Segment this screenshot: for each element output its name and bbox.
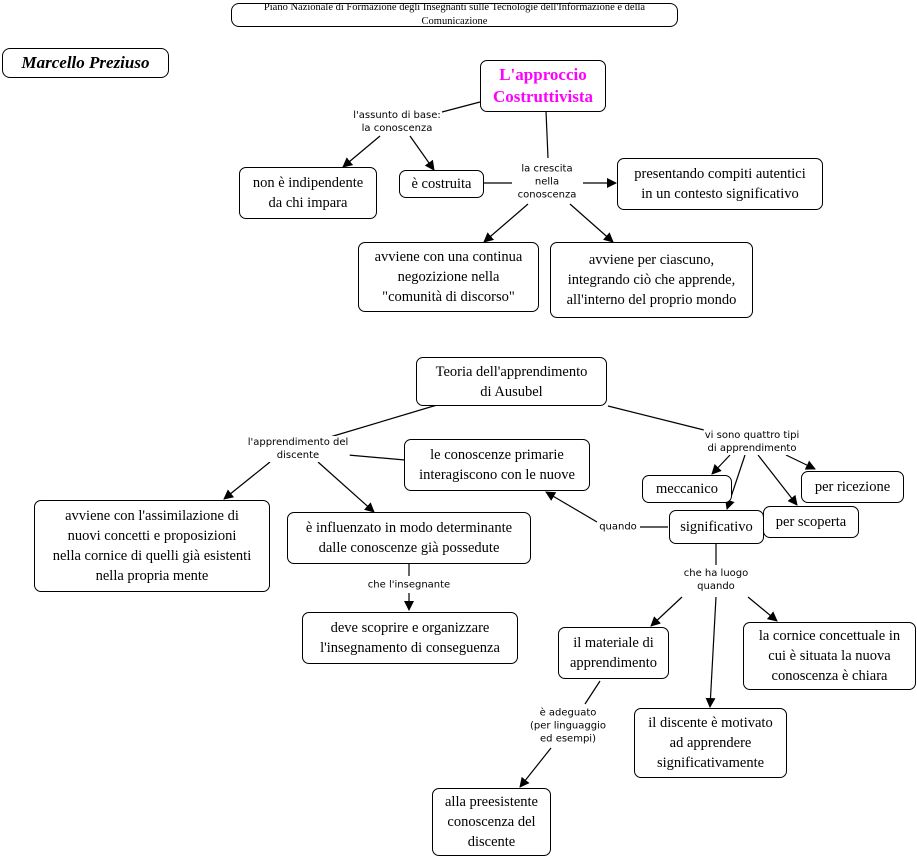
concept-per-ricezione: per ricezione bbox=[801, 471, 904, 503]
link-label-crescita: la crescita nella conoscenza bbox=[516, 162, 578, 202]
edge-adeguato-preesistente bbox=[519, 747, 552, 788]
page-title: Piano Nazionale di Formazione degli Inse… bbox=[231, 2, 678, 27]
edge-teoria-quattro bbox=[607, 405, 705, 431]
edge-luogo-materiale bbox=[650, 596, 683, 627]
edge-materiale-adeguato bbox=[584, 680, 601, 705]
edge-root-assunto bbox=[441, 101, 481, 113]
author-name: Marcello Preziuso bbox=[2, 48, 169, 78]
link-label-insegnante: che l'insegnante bbox=[366, 578, 452, 592]
edge-root-crescita bbox=[545, 110, 549, 159]
concept-meccanico: meccanico bbox=[642, 475, 732, 503]
link-label-quattro-tipi: vi sono quattro tipi di apprendimento bbox=[703, 429, 801, 455]
concept-per-scoperta: per scoperta bbox=[763, 506, 859, 538]
edge-assunto-indipendente bbox=[342, 135, 381, 168]
edge-crescita-negoziazione bbox=[483, 203, 529, 243]
link-label-ha-luogo: che ha luogo quando bbox=[682, 567, 750, 593]
edge-crescita-ciascuno bbox=[569, 203, 614, 243]
concept-materiale: il materiale di apprendimento bbox=[558, 627, 669, 679]
concept-costruita: è costruita bbox=[399, 170, 484, 198]
concept-cornice-concettuale: la cornice concettuale in cui è situata … bbox=[743, 622, 916, 690]
edge-assunto-costruita bbox=[409, 135, 435, 171]
edge-apprendimento-primarie bbox=[347, 454, 406, 461]
concept-deve-scoprire: deve scoprire e organizzare l'insegnamen… bbox=[302, 612, 518, 664]
edge-luogo-motivato bbox=[705, 596, 717, 708]
concept-assimilazione: avviene con l'assimilazione di nuovi con… bbox=[34, 500, 270, 592]
concept-influenzato: è influenzato in modo determinante dalle… bbox=[287, 512, 531, 564]
concept-costruttivista: L'approccio Costruttivista bbox=[480, 60, 606, 112]
link-label-assunto: l'assunto di base: la conoscenza bbox=[352, 109, 442, 135]
link-label-quando: quando bbox=[598, 520, 638, 534]
edge-apprendimento-influenzato bbox=[317, 461, 375, 513]
concept-compiti-autentici: presentando compiti autentici in un cont… bbox=[617, 158, 823, 210]
concept-negoziazione: avviene con una continua negozizione nel… bbox=[358, 242, 539, 312]
edge-quattro-scoperta bbox=[757, 454, 798, 506]
edge-luogo-cornice bbox=[747, 596, 778, 622]
concept-non-indipendente: non è indipendente da chi impara bbox=[239, 167, 377, 219]
concept-per-ciascuno: avviene per ciascuno, integrando ciò che… bbox=[550, 242, 753, 318]
concept-motivato: il discente è motivato ad apprendere sig… bbox=[634, 708, 787, 778]
edge-quando-primarie bbox=[545, 491, 598, 523]
concept-conoscenze-primarie: le conoscenze primarie interagiscono con… bbox=[404, 439, 590, 491]
edge-teoria-apprendimento bbox=[329, 404, 438, 438]
edge-apprendimento-assimilazione bbox=[223, 461, 271, 500]
concept-significativo: significativo bbox=[669, 510, 764, 544]
concept-teoria-ausubel: Teoria dell'apprendimento di Ausubel bbox=[416, 357, 607, 406]
link-label-apprendimento-discente: l'apprendimento del discente bbox=[246, 436, 350, 462]
edge-quattro-meccanico bbox=[711, 454, 731, 475]
link-label-adeguato: è adeguato (per linguaggio ed esempi) bbox=[529, 706, 607, 746]
concept-preesistente: alla preesistente conoscenza del discent… bbox=[432, 788, 551, 856]
edge-quattro-ricezione bbox=[785, 454, 816, 470]
